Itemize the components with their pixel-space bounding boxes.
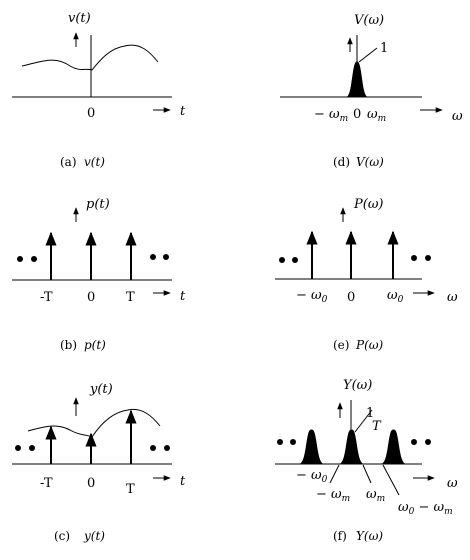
signal-label: V(ω) <box>354 13 384 28</box>
axis-label: ω <box>452 109 463 124</box>
tick-wm: ωm <box>367 107 386 124</box>
tick-neg-wm: − ωm <box>314 107 348 124</box>
replica-w0 <box>381 429 406 465</box>
origin-label: 0 <box>87 476 95 491</box>
leader-line <box>382 464 400 496</box>
peak-label: 1 <box>380 41 388 56</box>
caption-tag: (f) <box>333 529 347 543</box>
panel-f: ω Y(ω) 1 T − ω0 − ωm ωm ω0 − ωm (f) Y(ω) <box>275 378 458 543</box>
panel-b: t p(t) -T 0 T (b) p(t) <box>12 197 186 352</box>
panel-a: t v(t) 0 (a) v(t) <box>12 11 186 169</box>
signal-curve <box>21 44 159 71</box>
tick-neg-wm: − ωm <box>316 487 350 504</box>
ellipsis-dot <box>292 257 298 263</box>
caption-name: v(t) <box>84 155 105 169</box>
signal-label: y(t) <box>89 382 113 397</box>
tick-neg-w0: − ω0 <box>296 468 328 485</box>
axis-label: t <box>180 104 186 119</box>
caption-tag: (c) <box>54 529 70 543</box>
ellipsis-dot <box>150 445 156 451</box>
signal-label: v(t) <box>68 11 91 26</box>
panel-e: ω P(ω) − ω0 0 ω0 (e) P(ω) <box>275 197 458 352</box>
signal-label: Y(ω) <box>343 378 372 393</box>
panel-d: ω V(ω) 1 − ωm 0 ωm (d) V(ω) <box>280 13 463 169</box>
axis-label: t <box>180 474 186 489</box>
ellipsis-dot <box>411 439 417 445</box>
peak-numerator: 1 <box>366 406 374 421</box>
signal-label: P(ω) <box>353 197 384 212</box>
caption-name: y(t) <box>83 529 105 543</box>
caption-tag: (e) <box>333 338 349 352</box>
origin-label: 0 <box>347 290 355 305</box>
panel-c: t y(t) -T 0 T (c) y(t) <box>12 382 186 543</box>
leader-line <box>329 464 340 484</box>
signal-label: p(t) <box>86 197 110 212</box>
tick-neg-w0: − ω0 <box>296 288 328 305</box>
ellipsis-dot <box>15 445 21 451</box>
baseband-spectrum <box>345 61 369 98</box>
tick-wm: ωm <box>366 487 385 504</box>
axis-label: ω <box>447 476 458 491</box>
ellipsis-dot <box>279 257 285 263</box>
tick-T: T <box>126 482 135 497</box>
peak-denominator: T <box>372 419 382 434</box>
caption-name: p(t) <box>84 338 106 352</box>
ellipsis-dot <box>150 254 156 260</box>
ellipsis-dot <box>425 255 431 261</box>
caption-tag: (a) <box>60 155 77 169</box>
leader-line <box>354 409 373 433</box>
ellipsis-dot <box>29 445 35 451</box>
ellipsis-dot <box>163 254 169 260</box>
replica-0 <box>339 429 364 465</box>
leader-line <box>362 464 372 484</box>
origin-label: 0 <box>87 290 95 305</box>
envelope-curve <box>27 408 161 438</box>
caption-name: V(ω) <box>356 155 384 169</box>
axis-label: ω <box>447 290 458 305</box>
ellipsis-dot <box>411 255 417 261</box>
tick-w0-minus-wm: ω0 − ωm <box>398 500 453 517</box>
replica-neg-w0 <box>299 429 324 465</box>
caption-name: Y(ω) <box>356 529 383 543</box>
origin-label: 0 <box>87 106 95 121</box>
ellipsis-dot <box>425 439 431 445</box>
tick-T: T <box>126 290 135 305</box>
axis-label: t <box>180 289 186 304</box>
ellipsis-dot <box>17 256 23 262</box>
leader-line <box>358 47 378 63</box>
ellipsis-dot <box>277 439 283 445</box>
origin-label: 0 <box>353 107 361 122</box>
caption-tag: (d) <box>333 155 350 169</box>
tick-neg-T: -T <box>40 290 53 305</box>
caption-name: P(ω) <box>355 338 384 352</box>
caption-tag: (b) <box>60 338 77 352</box>
tick-w0: ω0 <box>387 288 404 305</box>
tick-neg-T: -T <box>40 476 53 491</box>
ellipsis-dot <box>164 445 170 451</box>
ellipsis-dot <box>31 256 37 262</box>
ellipsis-dot <box>290 439 296 445</box>
